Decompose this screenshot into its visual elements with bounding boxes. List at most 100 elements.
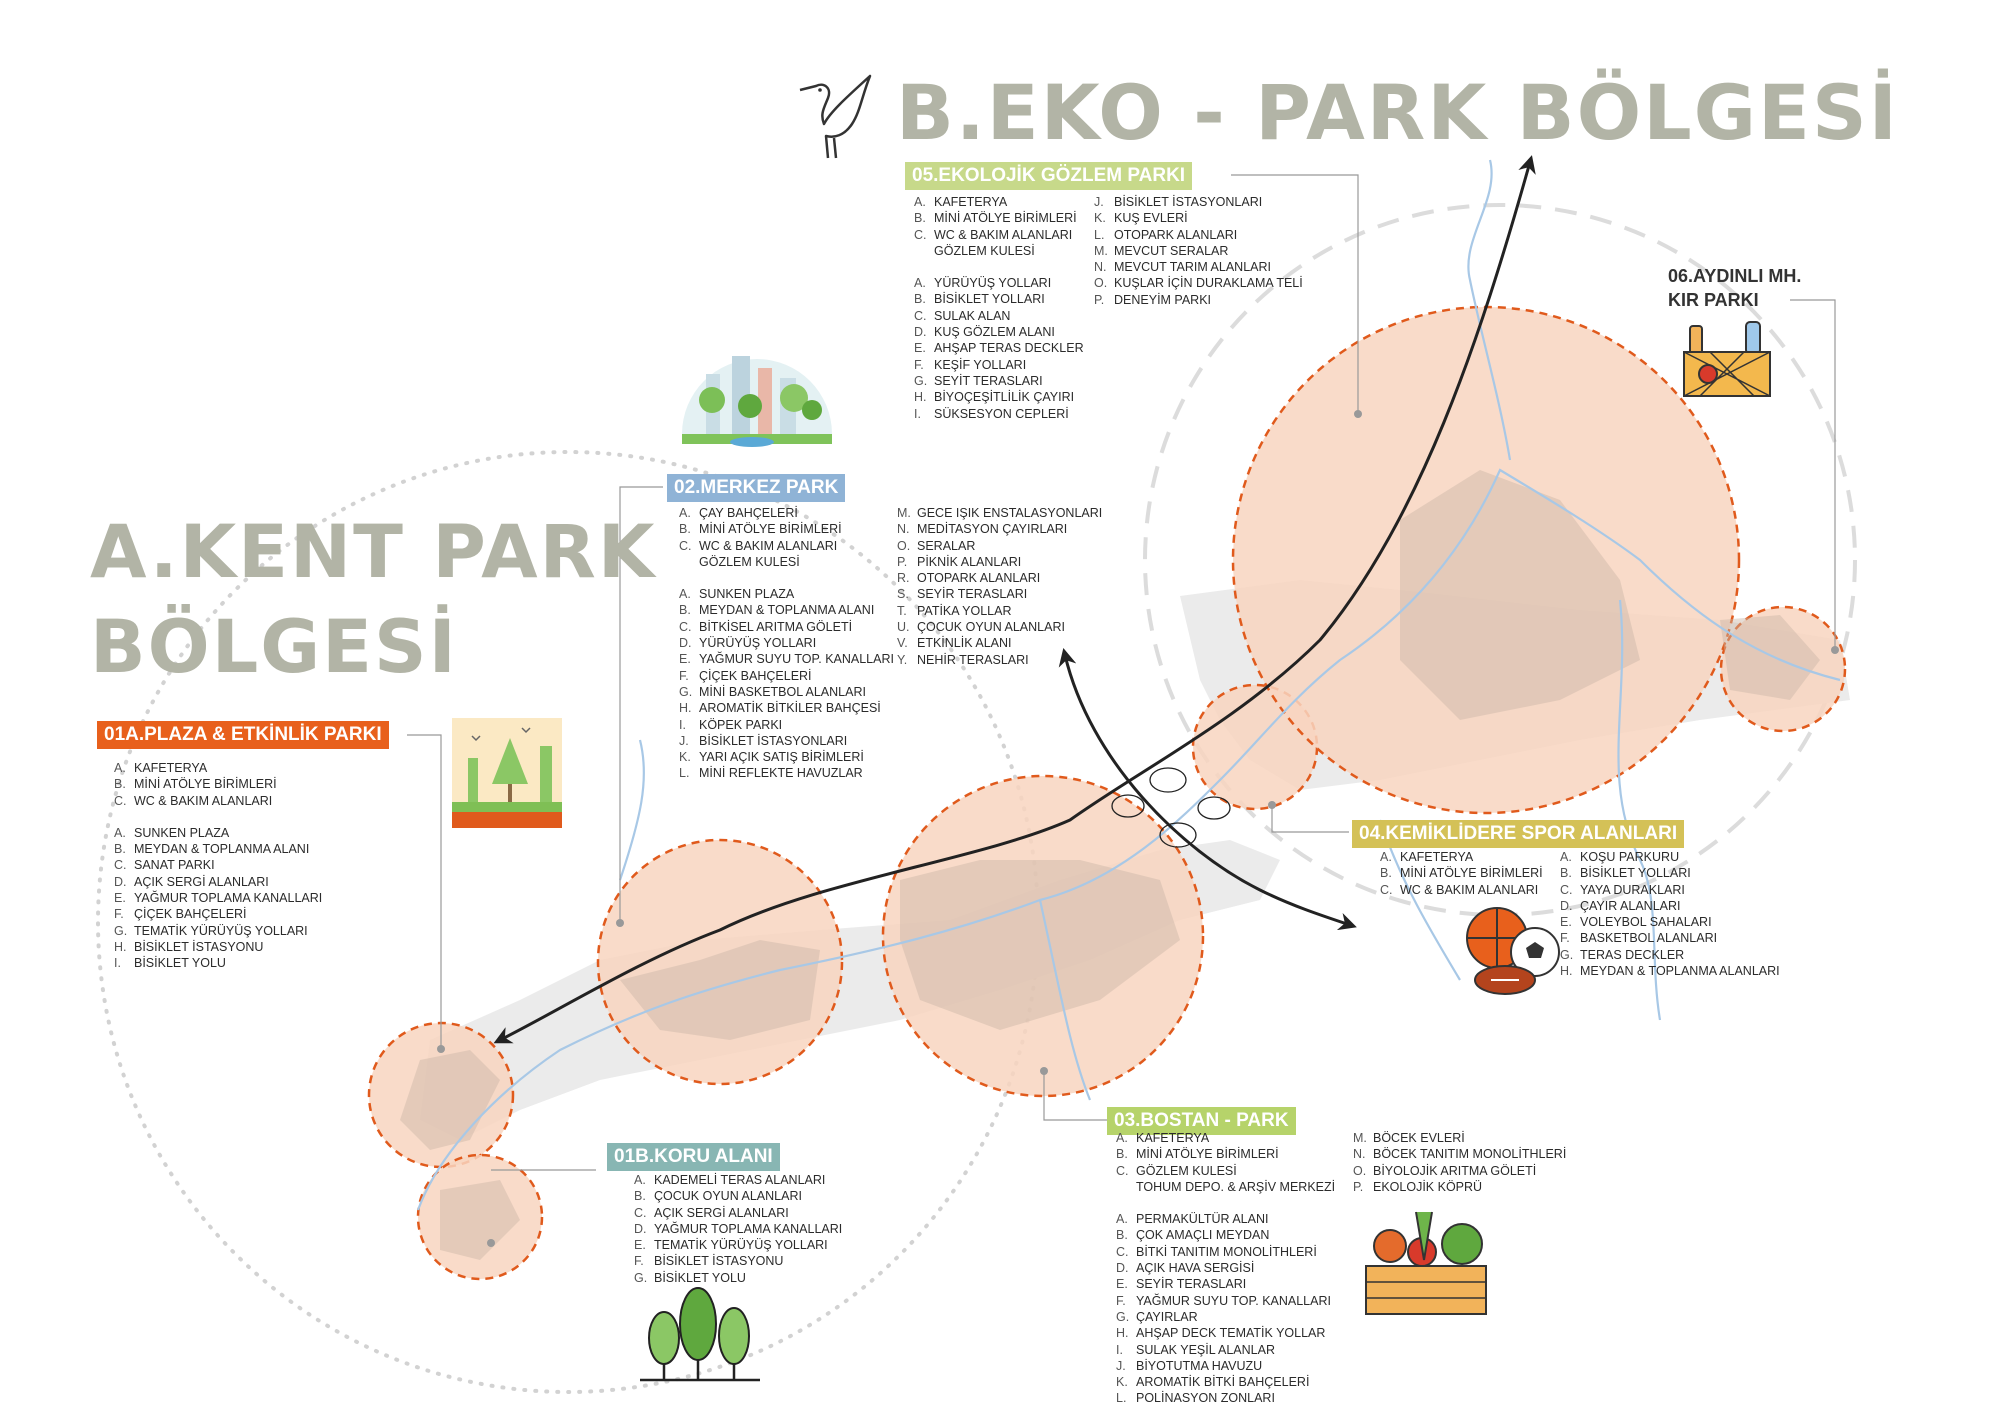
zone-03-facilities-b: M.BÖCEK EVLERİ N.BÖCEK TANITIM MONOLİTHL… bbox=[1353, 1130, 1566, 1195]
list-item: G.ÇAYIRLAR bbox=[1116, 1309, 1198, 1324]
list-item: D.YÜRÜYÜŞ YOLLARI bbox=[679, 636, 817, 651]
list-item: B.MİNİ ATÖLYE BİRİMLERİ bbox=[914, 211, 1077, 226]
list-item: G.TEMATİK YÜRÜYÜŞ YOLLARI bbox=[114, 923, 308, 938]
list-item: A.ÇAY BAHÇELERİ bbox=[679, 506, 798, 520]
list-item: A.PERMAKÜLTÜR ALANI bbox=[1116, 1212, 1269, 1227]
list-item: H.AHŞAP DECK TEMATİK YOLLAR bbox=[1116, 1326, 1326, 1341]
list-item: S.SEYİR TERASLARI bbox=[897, 587, 1028, 602]
list-item: F.KEŞİF YOLLARI bbox=[914, 357, 1027, 372]
leader-dots bbox=[437, 410, 1839, 1247]
list-item: B.MİNİ ATÖLYE BİRİMLERİ bbox=[1380, 866, 1543, 881]
zone-01b-facilities: A.KADEMELİ TERAS ALANLARI B.ÇOCUK OYUN A… bbox=[634, 1172, 842, 1286]
zone-02-facilities-a: A.ÇAY BAHÇELERİ B.MİNİ ATÖLYE BİRİMLERİ … bbox=[679, 505, 894, 782]
leader-lines bbox=[407, 174, 1836, 1171]
zone-02-facilities-b: M.GECE IŞIK ENSTALASYONLARI N.MEDİTASYON… bbox=[897, 505, 1102, 668]
list-item: J.BİSİKLET İSTASYONLARI bbox=[1094, 195, 1263, 209]
list-item: B.MEYDAN & TOPLANMA ALANI bbox=[114, 842, 310, 857]
list-item: F.BASKETBOL ALANLARI bbox=[1560, 931, 1718, 946]
list-item: K.AROMATİK BİTKİ BAHÇELERİ bbox=[1116, 1375, 1310, 1390]
zone-04-facilities-b: A.KOŞU PARKURU B.BİSİKLET YOLLARI C.YAYA… bbox=[1560, 849, 1780, 979]
list-item: J.BİSİKLET İSTASYONLARI bbox=[679, 733, 848, 748]
list-item: T.PATİKA YOLLAR bbox=[897, 603, 1012, 618]
list-item: B.MİNİ ATÖLYE BİRİMLERİ bbox=[679, 522, 842, 537]
zone-05-facilities-a: A.KAFETERYA B.MİNİ ATÖLYE BİRİMLERİ C.WC… bbox=[914, 194, 1084, 422]
list-item: O.KUŞLAR İÇİN DURAKLAMA TELİ bbox=[1094, 276, 1303, 291]
list-item: B.MİNİ ATÖLYE BİRİMLERİ bbox=[114, 777, 277, 792]
zone-01b-circle bbox=[416, 1153, 544, 1281]
list-item: D.AÇIK SERGİ ALANLARI bbox=[114, 874, 269, 889]
list-item: N.MEVCUT TARIM ALANLARI bbox=[1094, 260, 1271, 275]
zone-06-label-line2[interactable]: KIR PARKI bbox=[1668, 290, 1759, 310]
list-item: E.YAĞMUR SUYU TOP. KANALLARI bbox=[679, 652, 894, 667]
list-item: F.ÇİÇEK BAHÇELERİ bbox=[679, 668, 812, 683]
list-item: C.AÇIK SERGİ ALANLARI bbox=[634, 1205, 789, 1220]
list-item: B.ÇOCUK OYUN ALANLARI bbox=[634, 1189, 802, 1204]
zone-06-label-line1[interactable]: 06.AYDINLI MH. bbox=[1668, 266, 1802, 286]
list-item: H.AROMATİK BİTKİLER BAHÇESİ bbox=[679, 701, 881, 716]
list-item: U.ÇOCUK OYUN ALANLARI bbox=[897, 620, 1065, 635]
list-item: E.SEYİR TERASLARI bbox=[1116, 1277, 1247, 1292]
list-item: A.KOŞU PARKURU bbox=[1560, 850, 1680, 864]
list-item: G.BİSİKLET YOLU bbox=[634, 1270, 746, 1285]
forest-icon bbox=[640, 1287, 760, 1382]
list-item: N.MEDİTASYON ÇAYIRLARI bbox=[897, 522, 1068, 537]
list-item: H.BİSİKLET İSTASYONU bbox=[114, 939, 264, 954]
list-item: A.KAFETERYA bbox=[914, 195, 1008, 209]
list-item: M.BÖCEK EVLERİ bbox=[1353, 1131, 1465, 1145]
list-item: D.ÇAYIR ALANLARI bbox=[1560, 898, 1681, 913]
list-item: B.MİNİ ATÖLYE BİRİMLERİ bbox=[1116, 1147, 1279, 1162]
kent-park-title-line2: BÖLGESİ bbox=[90, 605, 458, 690]
kent-park-title-line1: A.KENT PARK bbox=[90, 510, 657, 595]
list-item: E.VOLEYBOL SAHALARI bbox=[1560, 915, 1712, 930]
list-item: R.OTOPARK ALANLARI bbox=[897, 571, 1041, 586]
list-item: I.SÜKSESYON CEPLERİ bbox=[914, 406, 1069, 421]
list-item: N.BÖCEK TANITIM MONOLİTHLERİ bbox=[1353, 1147, 1567, 1162]
zone-01b-label[interactable]: 01B.KORU ALANI bbox=[607, 1143, 780, 1171]
zone-03-label[interactable]: 03.BOSTAN - PARK bbox=[1107, 1107, 1296, 1135]
list-item: C.GÖZLEM KULESİ bbox=[1116, 1163, 1237, 1178]
eko-park-title: B.EKO - PARK BÖLGESİ bbox=[896, 68, 1899, 157]
list-item: K.KUŞ EVLERİ bbox=[1094, 211, 1188, 226]
list-item: M.MEVCUT SERALAR bbox=[1094, 243, 1229, 258]
list-item: A.KAFETERYA bbox=[1116, 1131, 1210, 1145]
list-item: I.SULAK YEŞİL ALANLAR bbox=[1116, 1342, 1275, 1357]
list-item: L.POLİNASYON ZONLARI bbox=[1116, 1391, 1275, 1406]
list-item: E.TEMATİK YÜRÜYÜŞ YOLLARI bbox=[634, 1238, 828, 1253]
list-item: C.WC & BAKIM ALANLARI bbox=[914, 227, 1073, 242]
list-item: D.AÇIK HAVA SERGİSİ bbox=[1116, 1261, 1255, 1276]
list-item: F.YAĞMUR SUYU TOP. KANALLARI bbox=[1116, 1293, 1331, 1308]
zone-04-label[interactable]: 04.KEMİKLİDERE SPOR ALANLARI bbox=[1352, 820, 1685, 848]
list-item: B.ÇOK AMAÇLI MEYDAN bbox=[1116, 1228, 1270, 1243]
sports-balls-icon bbox=[1466, 907, 1560, 995]
list-item: C.WC & BAKIM ALANLARI bbox=[1380, 882, 1539, 897]
list-item: M.GECE IŞIK ENSTALASYONLARI bbox=[897, 506, 1103, 520]
list-item: F.ÇİÇEK BAHÇELERİ bbox=[114, 907, 247, 922]
list-item: I.BİSİKLET YOLU bbox=[114, 956, 226, 971]
list-item: K.YARI AÇIK SATIŞ BİRİMLERİ bbox=[679, 750, 864, 765]
list-item: O.BİYOLOJİK ARITMA GÖLETİ bbox=[1353, 1163, 1537, 1178]
list-item: J.BİYOTUTMA HAVUZU bbox=[1116, 1358, 1263, 1373]
list-item: C.SULAK ALAN bbox=[914, 308, 1011, 323]
list-item: C.WC & BAKIM ALANLARI bbox=[114, 793, 273, 808]
list-item: A.KADEMELİ TERAS ALANLARI bbox=[634, 1173, 826, 1187]
list-item: C.BİTKİSEL ARITMA GÖLETİ bbox=[679, 619, 853, 634]
list-item: TOHUM DEPO. & ARŞİV MERKEZİ bbox=[1136, 1179, 1336, 1194]
route-center-to-se bbox=[1058, 647, 1357, 931]
list-item: I.KÖPEK PARKI bbox=[679, 717, 783, 732]
list-item: C.WC & BAKIM ALANLARI bbox=[679, 538, 838, 553]
zone-01a-label[interactable]: 01A.PLAZA & ETKİNLİK PARKI bbox=[97, 721, 389, 749]
list-item: A.KAFETERYA bbox=[1380, 850, 1474, 864]
zone-02-label[interactable]: 02.MERKEZ PARK bbox=[667, 474, 846, 502]
list-item: C.YAYA DURAKLARI bbox=[1560, 882, 1685, 897]
list-item: G.SEYİT TERASLARI bbox=[914, 373, 1043, 388]
list-item: G.TERAS DECKLER bbox=[1560, 947, 1685, 962]
list-item: A.KAFETERYA bbox=[114, 761, 208, 775]
list-item: H.BİYOÇEŞİTLİLİK ÇAYIRI bbox=[914, 390, 1075, 405]
zone-04-facilities-a: A.KAFETERYA B.MİNİ ATÖLYE BİRİMLERİ C.WC… bbox=[1380, 849, 1543, 898]
zone-05-label[interactable]: 05.EKOLOJİK GÖZLEM PARKI bbox=[905, 162, 1193, 190]
heron-icon bbox=[799, 74, 872, 159]
list-item: H.MEYDAN & TOPLANMA ALANLARI bbox=[1560, 964, 1780, 979]
list-item: F.BİSİKLET İSTASYONU bbox=[634, 1254, 784, 1269]
